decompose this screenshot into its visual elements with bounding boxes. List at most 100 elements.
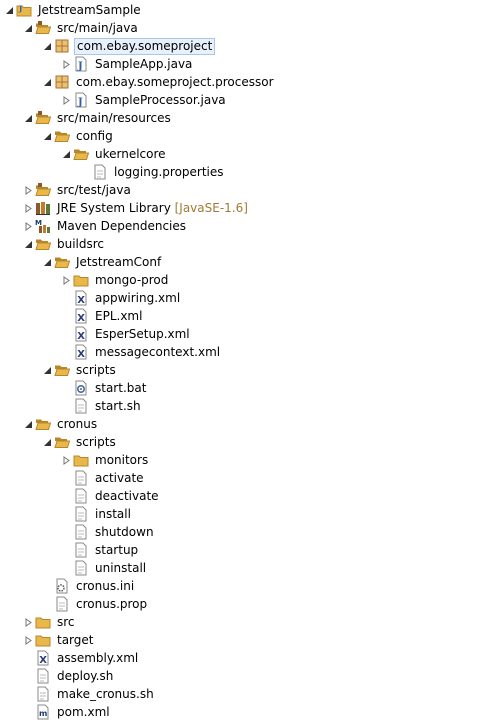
tree-item-mongo-prod[interactable]: mongo-prod	[59, 271, 170, 289]
no-arrow-spacer	[21, 703, 35, 721]
tree-item-startup[interactable]: startup	[59, 541, 140, 559]
tree-item-buildsrc-scripts[interactable]: scripts	[40, 361, 118, 379]
tree-item-install[interactable]: install	[59, 505, 133, 523]
tree-item-label: src/main/resources	[57, 111, 171, 125]
expanded-arrow-icon[interactable]	[40, 253, 54, 271]
tree-item-deactivate[interactable]: deactivate	[59, 487, 161, 505]
tree-item-pkg-processor[interactable]: com.ebay.someproject.processor	[40, 73, 276, 91]
no-arrow-spacer	[59, 397, 73, 415]
text-file-icon	[73, 398, 89, 414]
tree-item-label: start.sh	[95, 399, 141, 413]
svg-text:X: X	[77, 331, 85, 342]
expanded-arrow-icon[interactable]	[21, 415, 35, 433]
tree-item-cronus[interactable]: cronus	[21, 415, 99, 433]
expanded-arrow-icon[interactable]	[2, 1, 16, 19]
collapsed-arrow-icon[interactable]	[21, 181, 35, 199]
tree-item-jetstreamconf[interactable]: JetstreamConf	[40, 253, 163, 271]
tree-item-start-sh[interactable]: start.sh	[59, 397, 143, 415]
source-folder-icon	[35, 110, 51, 126]
tree-item-ukernelcore[interactable]: ukernelcore	[59, 145, 168, 163]
tree-item-src-main-resources[interactable]: src/main/resources	[21, 109, 173, 127]
maven-pom-icon: m	[35, 704, 51, 720]
maven-library-icon: M	[35, 218, 51, 234]
expanded-arrow-icon[interactable]	[40, 73, 54, 91]
tree-item-cronus-prop[interactable]: cronus.prop	[40, 595, 149, 613]
tree-item-label: appwiring.xml	[95, 291, 181, 305]
tree-item-deploy-sh[interactable]: deploy.sh	[21, 667, 115, 685]
source-folder-icon	[35, 182, 51, 198]
no-arrow-spacer	[59, 289, 73, 307]
no-arrow-spacer	[21, 685, 35, 703]
tree-item-jre-library[interactable]: JRE System Library [JavaSE-1.6]	[21, 199, 250, 217]
collapsed-arrow-icon[interactable]	[59, 451, 73, 469]
no-arrow-spacer	[59, 307, 73, 325]
tree-item-label: src/main/java	[57, 21, 138, 35]
no-arrow-spacer	[59, 325, 73, 343]
folder-open-icon	[35, 416, 51, 432]
svg-text:J: J	[77, 97, 83, 108]
folder-icon	[35, 614, 51, 630]
tree-item-shutdown[interactable]: shutdown	[59, 523, 156, 541]
tree-item-start-bat[interactable]: start.bat	[59, 379, 148, 397]
expanded-arrow-icon[interactable]	[40, 433, 54, 451]
collapsed-arrow-icon[interactable]	[59, 271, 73, 289]
no-arrow-spacer	[59, 487, 73, 505]
tree-item-label: cronus.ini	[76, 579, 135, 593]
tree-item-monitors[interactable]: monitors	[59, 451, 150, 469]
source-folder-icon	[35, 20, 51, 36]
package-icon	[54, 38, 70, 54]
tree-item-config[interactable]: config	[40, 127, 115, 145]
library-version-decoration: [JavaSE-1.6]	[170, 201, 248, 215]
expanded-arrow-icon[interactable]	[21, 19, 35, 37]
tree-item-pkg-someproject[interactable]: com.ebay.someproject	[40, 37, 216, 55]
no-arrow-spacer	[59, 541, 73, 559]
tree-item-target[interactable]: target	[21, 631, 96, 649]
svg-text:X: X	[77, 313, 85, 324]
tree-item-label: start.bat	[95, 381, 147, 395]
tree-item-make-cronus-sh[interactable]: make_cronus.sh	[21, 685, 156, 703]
text-file-icon	[73, 542, 89, 558]
tree-item-cronus-ini[interactable]: cronus.ini	[40, 577, 136, 595]
collapsed-arrow-icon[interactable]	[59, 55, 73, 73]
collapsed-arrow-icon[interactable]	[21, 613, 35, 631]
tree-item-activate[interactable]: activate	[59, 469, 146, 487]
expanded-arrow-icon[interactable]	[40, 37, 54, 55]
no-arrow-spacer	[40, 595, 54, 613]
expanded-arrow-icon[interactable]	[59, 145, 73, 163]
collapsed-arrow-icon[interactable]	[59, 91, 73, 109]
folder-open-icon	[54, 362, 70, 378]
tree-item-src-main-java[interactable]: src/main/java	[21, 19, 140, 37]
folder-open-icon	[54, 434, 70, 450]
no-arrow-spacer	[21, 649, 35, 667]
expanded-arrow-icon[interactable]	[21, 235, 35, 253]
java-file-icon: J	[73, 92, 89, 108]
collapsed-arrow-icon[interactable]	[21, 199, 35, 217]
collapsed-arrow-icon[interactable]	[21, 217, 35, 235]
tree-item-buildsrc[interactable]: buildsrc	[21, 235, 106, 253]
tree-item-src[interactable]: src	[21, 613, 77, 631]
expanded-arrow-icon[interactable]	[21, 109, 35, 127]
svg-text:m: m	[39, 709, 47, 718]
expanded-arrow-icon[interactable]	[40, 127, 54, 145]
tree-item-cronus-scripts[interactable]: scripts	[40, 433, 118, 451]
expanded-arrow-icon[interactable]	[40, 361, 54, 379]
collapsed-arrow-icon[interactable]	[21, 631, 35, 649]
tree-item-label: uninstall	[95, 561, 147, 575]
tree-item-label: activate	[95, 471, 144, 485]
text-file-icon	[35, 668, 51, 684]
tree-item-src-test-java[interactable]: src/test/java	[21, 181, 133, 199]
svg-text:X: X	[77, 295, 85, 306]
tree-item-logging-properties[interactable]: logging.properties	[78, 163, 226, 181]
tree-item-uninstall[interactable]: uninstall	[59, 559, 148, 577]
